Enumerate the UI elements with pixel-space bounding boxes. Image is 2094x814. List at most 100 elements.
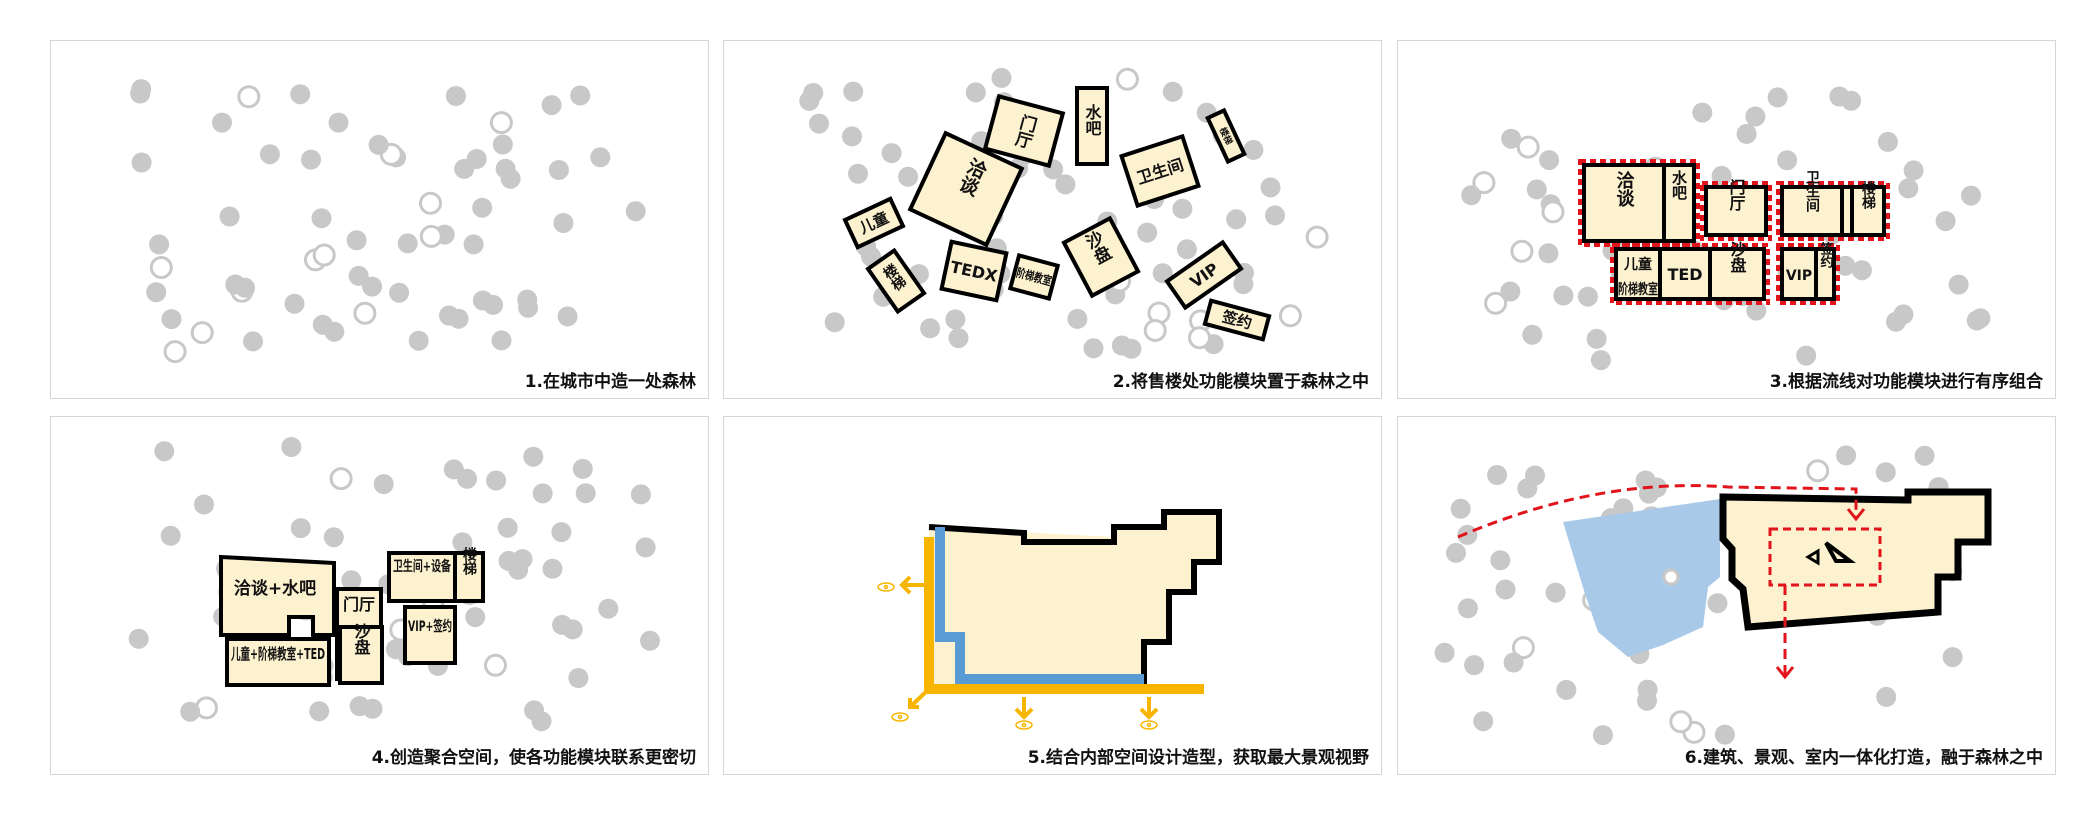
tree-circle-icon (212, 112, 232, 133)
tree-circle-icon (1714, 724, 1735, 745)
tree-circle-icon (848, 163, 868, 184)
tree-circle-icon (1903, 160, 1924, 181)
tree-circle-icon (1226, 209, 1247, 230)
tree-circle-icon (1457, 598, 1478, 619)
tree-circle-icon (1707, 593, 1728, 614)
tree-circle-icon (1243, 139, 1264, 160)
tree-circle-icon (443, 459, 464, 480)
tree-circle-icon (1176, 239, 1197, 260)
tree-circle-icon (465, 607, 486, 628)
module-children: 儿童 (842, 196, 906, 250)
tree-circle-icon (311, 208, 332, 229)
tree-circle-icon (598, 598, 619, 619)
space-vip-label: VIP+签约 (408, 618, 452, 635)
tree-circle-icon (1484, 291, 1508, 315)
module-signing-label-3: 签约 (1818, 241, 1835, 269)
tree-circle-icon (1137, 222, 1158, 243)
tree-circle-icon (491, 330, 512, 351)
tree-circle-icon (362, 276, 383, 297)
tree-circle-icon (309, 701, 330, 722)
tree-circle-icon (1115, 67, 1139, 91)
tree-circle-icon (131, 152, 152, 173)
module-tag: 楼梯 (1205, 107, 1247, 165)
tree-circle-icon (881, 143, 902, 164)
core-triangle-small (1805, 548, 1820, 566)
tree-circle-icon (454, 158, 475, 179)
tree-circle-icon (1538, 243, 1559, 264)
space-negotiation-water (219, 554, 336, 637)
tree-circle-icon (803, 83, 824, 103)
tree-circle-icon (1948, 274, 1969, 295)
space-restroom-label: 卫生间+设备 (393, 558, 452, 575)
tree-circle-icon (572, 458, 593, 479)
tree-circle-icon (445, 86, 466, 106)
tree-circle-icon (368, 134, 389, 155)
group-lobby: 门厅 (1700, 178, 1772, 241)
tree-circle-icon (920, 318, 941, 339)
tree-circle-icon (553, 213, 574, 233)
tree-circle-icon (1556, 679, 1577, 700)
panel-caption-1: 1.在城市中造一处森林 (524, 372, 696, 392)
tree-circle-icon (237, 85, 261, 109)
tree-circle-icon (1461, 185, 1482, 206)
tree-circle-icon (1692, 102, 1713, 123)
tree-circle-icon (575, 483, 596, 504)
tree-circle-icon (1526, 179, 1547, 200)
tree-circle-icon (353, 301, 377, 325)
space-lobby-label: 门厅 (343, 595, 375, 614)
module-lobby: 门厅 (982, 93, 1066, 169)
tree-circle-icon (346, 230, 367, 251)
tree-circle-icon (1539, 150, 1560, 171)
tree-circle-icon (489, 111, 513, 135)
panel-caption-2: 2.将售楼处功能模块置于森林之中 (1112, 372, 1369, 392)
tree-circle-icon (1876, 686, 1897, 707)
tree-circle-icon (154, 441, 175, 462)
tree-circle-icon (1495, 579, 1516, 600)
tree-circle-icon (1472, 171, 1496, 195)
tree-circle-icon (1501, 128, 1522, 149)
tree-circle-icon (1893, 304, 1914, 325)
integration-diagram (1434, 445, 1992, 746)
module-water-bar-label: 水吧 (1083, 103, 1102, 136)
tree-circle-icon (373, 474, 394, 495)
tree-circle-icon (281, 437, 302, 457)
water-pond (1563, 499, 1720, 657)
space-sand-table-label: 沙盘 (352, 623, 371, 655)
tree-circle-icon (259, 144, 280, 165)
flow-path (1457, 484, 1858, 539)
module-stair-classroom: 阶梯教室 (1007, 252, 1061, 302)
tree-circle-icon (495, 158, 516, 179)
space-children-classroom (225, 637, 331, 687)
pond-tree (1662, 568, 1680, 586)
tree-circle-icon (1503, 652, 1524, 673)
scattered-modules-diagram: 水吧 门厅 洽谈 卫生间 楼梯 儿童 楼梯 TEDX (799, 67, 1329, 359)
tree-circle-icon (1516, 135, 1540, 159)
module-restroom: 卫生间 (1119, 133, 1201, 209)
tree-circle-icon (483, 294, 504, 315)
module-ted-label-3: TED (1667, 265, 1702, 284)
tree-circle-icon (570, 85, 591, 106)
tree-circle-icon (1590, 350, 1611, 371)
step-panel-6: 6.建筑、景观、室内一体化打造，融于森林之中 (1397, 416, 2056, 775)
tree-circle-icon (1450, 498, 1471, 519)
tree-circle-icon (518, 297, 539, 318)
module-vip-label-3: VIP (1786, 268, 1812, 284)
tree-circle-icon (1669, 710, 1693, 734)
tree-circle-icon (548, 160, 569, 180)
tree-circle-icon (408, 330, 429, 351)
flow-arrow-icon (1775, 666, 1795, 680)
step-panel-1: 1.在城市中造一处森林 (50, 40, 709, 399)
core-zone (1768, 527, 1882, 587)
group-children-ted-sand: 儿童 阶梯教室 TED 沙盘 (1610, 241, 1770, 305)
panel-caption-4: 4.创造聚合空间，使各功能模块联系更密切 (371, 748, 696, 768)
tree-circle-icon (1796, 345, 1817, 366)
flow-arrow-icon (1846, 508, 1866, 522)
tree-circle-icon (1935, 211, 1956, 232)
view-arrow-south-1 (1014, 697, 1034, 720)
tree-circle-icon (312, 243, 336, 267)
tree-circle-icon (1260, 177, 1281, 198)
tree-circle-icon (991, 67, 1012, 88)
tree-circle-icon (945, 309, 966, 330)
tree-circle-icon (1545, 582, 1566, 603)
tree-circle-icon (1522, 324, 1543, 345)
